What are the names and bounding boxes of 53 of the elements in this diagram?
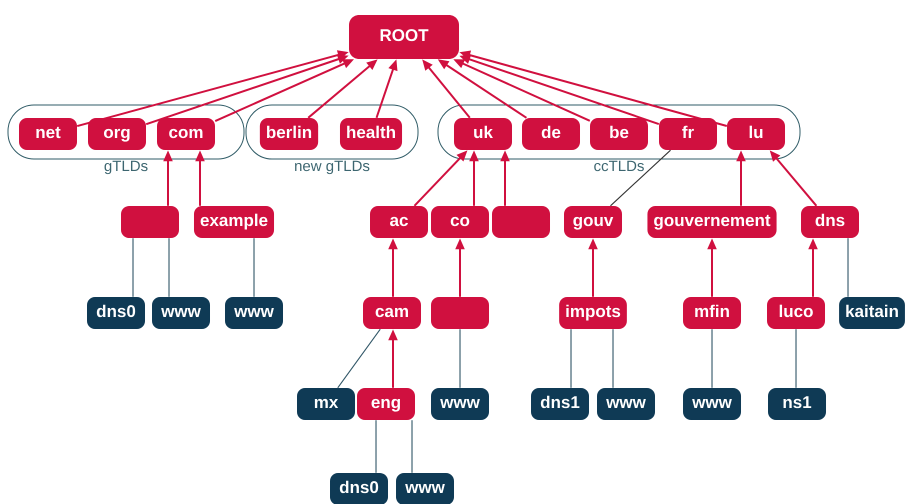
- connector-line: [570, 329, 572, 388]
- domain-box: [121, 206, 179, 238]
- domain-box: net: [19, 118, 77, 150]
- connector-line: [411, 420, 413, 473]
- domain-box: dns0: [330, 473, 388, 504]
- connector-line: [168, 238, 170, 297]
- domain-box: dns0: [87, 297, 145, 329]
- connector-line: [132, 238, 134, 297]
- connector-line: [459, 329, 461, 388]
- domain-box: www: [683, 388, 741, 420]
- connector-line: [253, 238, 255, 297]
- domain-box: www: [597, 388, 655, 420]
- domain-box: health: [340, 118, 402, 150]
- node-label: ccTLDs: [594, 160, 644, 172]
- connector-line: [337, 328, 381, 388]
- domain-box: co: [431, 206, 489, 238]
- domain-box: uk: [454, 118, 512, 150]
- domain-box: www: [152, 297, 210, 329]
- domain-box: luco: [767, 297, 825, 329]
- domain-box: dns: [801, 206, 859, 238]
- node-label: new gTLDs: [295, 160, 370, 174]
- domain-box: mfin: [683, 297, 741, 329]
- domain-box: dns1: [531, 388, 589, 420]
- domain-box: com: [157, 118, 215, 150]
- domain-box: [492, 206, 550, 238]
- domain-box: mx: [297, 388, 355, 420]
- domain-box: gouvernement: [647, 206, 777, 238]
- domain-box: berlin: [260, 118, 318, 150]
- domain-box: lu: [727, 118, 785, 150]
- domain-box: www: [396, 473, 454, 504]
- domain-box: ac: [370, 206, 428, 238]
- domain-box: cam: [363, 297, 421, 329]
- connector-line: [847, 238, 849, 297]
- domain-box: fr: [659, 118, 717, 150]
- domain-box: gouv: [564, 206, 622, 238]
- domain-box: kaitain: [839, 297, 905, 329]
- domain-box: be: [590, 118, 648, 150]
- domain-box: org: [88, 118, 146, 150]
- domain-box: ns1: [768, 388, 826, 420]
- node-label: gTLDs: [104, 160, 148, 174]
- connector-line: [795, 329, 797, 388]
- domain-box: example: [194, 206, 274, 238]
- connector-line: [612, 329, 614, 388]
- domain-box: de: [522, 118, 580, 150]
- connector-line: [610, 150, 671, 206]
- domain-box: [431, 297, 489, 329]
- root-box: ROOT: [349, 15, 459, 59]
- connector-line: [375, 420, 377, 473]
- connector-line: [711, 329, 713, 388]
- domain-box: www: [225, 297, 283, 329]
- domain-box: www: [431, 388, 489, 420]
- domain-box: eng: [357, 388, 415, 420]
- domain-box: impots: [559, 297, 627, 329]
